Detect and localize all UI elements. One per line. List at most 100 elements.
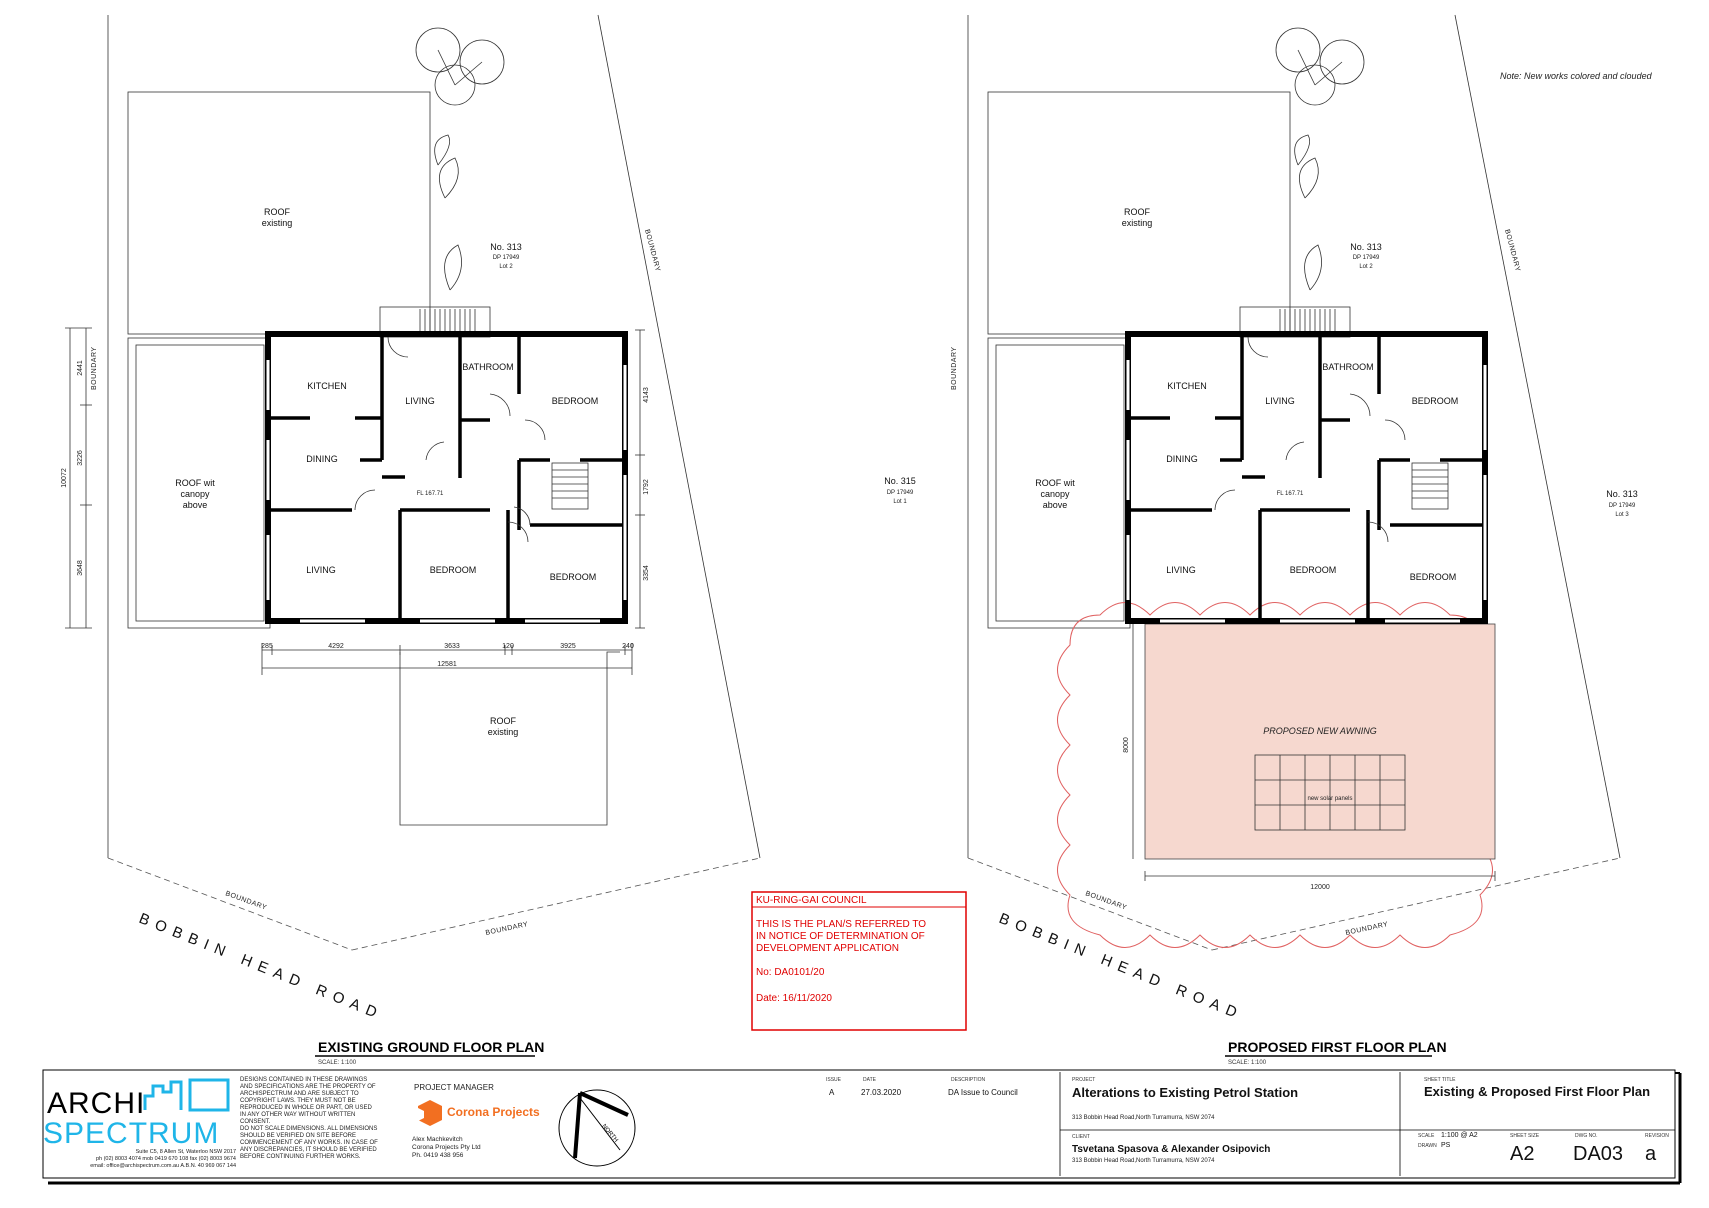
room-label-bedroom: BEDROOM <box>552 396 599 406</box>
lot-id: Lot 2 <box>499 264 513 270</box>
drawn-header: DRAWN <box>1418 1143 1437 1149</box>
pm-name: Alex Machkevitch <box>412 1136 463 1143</box>
client-address: 313 Bobbin Head Road,North Turramurra, N… <box>1072 1158 1215 1164</box>
internal-stair <box>1411 462 1449 510</box>
room-label-dining: DINING <box>306 454 338 464</box>
sheet-title-header: SHEET TITLE <box>1424 1077 1456 1083</box>
dimension-value: 3633 <box>444 643 460 650</box>
windows <box>1126 360 1487 623</box>
interior-walls <box>1130 336 1483 619</box>
room-label-bedroom: BEDROOM <box>1290 565 1337 575</box>
north-label: NORTH <box>600 1123 618 1143</box>
lot-id: Lot 3 <box>1615 512 1629 518</box>
scale-value: 1:100 @ A2 <box>1441 1132 1478 1139</box>
office-address: Suite C5, 8 Allen St, Waterloo NSW 2017 <box>136 1149 236 1155</box>
disclaimer-text: DESIGNS CONTAINED IN THESE DRAWINGS AND … <box>240 1077 378 1160</box>
boundary-label: BOUNDARY <box>951 346 958 390</box>
room-label-kitchen: KITCHEN <box>1167 381 1207 391</box>
roof-label: ROOF <box>264 207 291 217</box>
issue-header: ISSUE <box>826 1077 842 1083</box>
description-header: DESCRIPTION <box>951 1077 986 1083</box>
solar-panels <box>1254 754 1406 831</box>
dimension-value: 1792 <box>643 479 650 495</box>
dimension-value: 3925 <box>560 643 576 650</box>
logo-text-top: ARCHI <box>47 1087 145 1120</box>
council-date: Date: 16/11/2020 <box>756 993 832 1004</box>
tree-icon <box>1275 27 1365 291</box>
disclaimer-line: CONSENT. <box>240 1119 271 1125</box>
room-label-bedroom: BEDROOM <box>550 572 597 582</box>
road-label: BOBBIN HEAD ROAD <box>997 910 1246 1024</box>
lot-number: No. 313 <box>490 242 522 252</box>
roof-label: ROOF <box>490 716 517 726</box>
project-name: Alterations to Existing Petrol Station <box>1072 1085 1298 1100</box>
council-stamp: KU-RING-GAI COUNCIL THIS IS THE PLAN/S R… <box>751 891 967 1031</box>
room-label-living: LIVING <box>1265 396 1295 406</box>
tree-icon <box>415 27 505 291</box>
roof-existing-area <box>399 651 620 826</box>
lot-number: No. 313 <box>1606 489 1638 499</box>
council-line: IN NOTICE OF DETERMINATION OF <box>756 931 925 942</box>
boundary-line <box>107 857 353 951</box>
lot-dp: DP 17949 <box>493 255 520 261</box>
boundary-label: BOUNDARY <box>643 229 661 273</box>
project-header: PROJECT <box>1072 1077 1095 1083</box>
pm-label: PROJECT MANAGER <box>414 1083 494 1092</box>
boundary-line <box>351 857 761 951</box>
dimension-lines <box>65 327 645 675</box>
office-email: email: office@archispectrum.com.au A.B.N… <box>90 1163 236 1169</box>
door-swings <box>354 336 546 543</box>
roof-label: above <box>1043 500 1068 510</box>
roof-label: above <box>183 500 208 510</box>
roof-label: existing <box>262 218 293 228</box>
proposed-first-floor-plan: Note: New works colored and clouded ROOF… <box>951 14 1653 1066</box>
awning-cloud <box>1057 602 1493 948</box>
room-label-bedroom: BEDROOM <box>1412 396 1459 406</box>
lot-dp: DP 17949 <box>1609 503 1636 509</box>
logo-text-bottom: SPECTRUM <box>43 1117 219 1150</box>
awning-width: 12000 <box>1310 884 1330 891</box>
description-value: DA Issue to Council <box>948 1088 1018 1097</box>
office-phone: ph (02) 8003 4074 mob 0419 670 108 fax (… <box>96 1156 236 1162</box>
awning-label: PROPOSED NEW AWNING <box>1263 726 1377 736</box>
pm-company: Corona Projects <box>447 1105 540 1119</box>
disclaimer-line: SHOULD BE VERIFIED ON SITE BEFORE <box>240 1133 356 1139</box>
disclaimer-line: IN ANY OTHER WAY WITHOUT WRITTEN <box>240 1112 355 1118</box>
disclaimer-line: COPYRIGHT LAWS. THEY MUST NOT BE <box>240 1098 356 1104</box>
roof-label: existing <box>488 727 519 737</box>
dimension-value: 285 <box>261 643 273 650</box>
plan-title: EXISTING GROUND FLOOR PLAN <box>318 1039 544 1055</box>
dimension-total: 12581 <box>437 661 457 668</box>
revision-header: REVISION <box>1645 1133 1669 1139</box>
dimension-value: 4292 <box>328 643 344 650</box>
dimension-value: 4143 <box>643 387 650 403</box>
disclaimer-line: DO NOT SCALE DIMENSIONS. ALL DIMENSIONS <box>240 1126 377 1132</box>
council-line: DEVELOPMENT APPLICATION <box>756 943 899 954</box>
pm-company-name: Corona Projects Pty Ltd <box>412 1144 481 1151</box>
lot-id: Lot 1 <box>893 499 907 505</box>
client-header: CLIENT <box>1072 1134 1090 1140</box>
plan-title: PROPOSED FIRST FLOOR PLAN <box>1228 1039 1447 1055</box>
dimension-value: 3226 <box>77 450 84 466</box>
boundary-label: BOUNDARY <box>1084 890 1127 911</box>
client-name: Tsvetana Spasova & Alexander Osipovich <box>1072 1144 1270 1155</box>
lot-number: No. 313 <box>1350 242 1382 252</box>
lot-number: No. 315 <box>884 476 916 486</box>
dimension-value: 3354 <box>643 565 650 581</box>
date-header: DATE <box>863 1077 877 1083</box>
disclaimer-line: AND SPECIFICATIONS ARE THE PROPERTY OF <box>240 1084 376 1090</box>
dimension-total: 10072 <box>61 468 68 488</box>
roof-label: existing <box>1122 218 1153 228</box>
lot-dp: DP 17949 <box>887 490 914 496</box>
existing-ground-floor-plan: ROOF existing ROOF wit canopy above ROOF… <box>61 14 916 1066</box>
revision-value: a <box>1645 1143 1657 1165</box>
floor-level: FL 167.71 <box>1277 491 1304 497</box>
boundary-label: BOUNDARY <box>224 890 267 911</box>
entry-stairs <box>1239 306 1351 338</box>
dimension-value: 240 <box>622 643 634 650</box>
disclaimer-line: COMMENCEMENT OF ANY WORKS. IN CASE OF <box>240 1140 378 1146</box>
plan-scale: SCALE: 1:100 <box>318 1060 357 1066</box>
interior-walls <box>270 336 623 619</box>
dimension-value: 2441 <box>77 360 84 376</box>
